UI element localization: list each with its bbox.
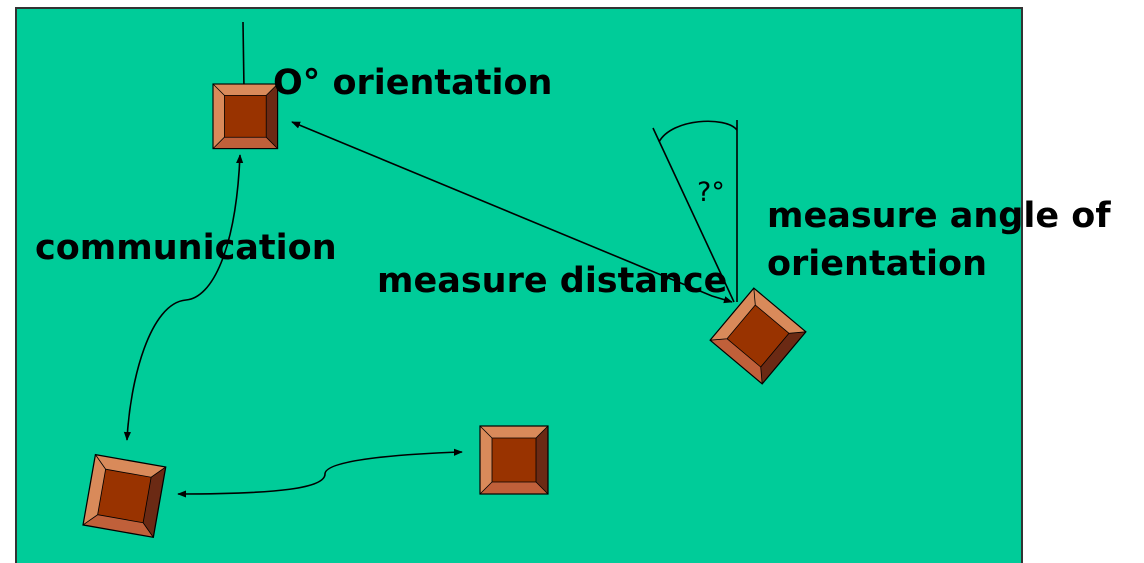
label-measure-angle-line1: measure angle of [767, 196, 1111, 236]
label-communication: communication [35, 228, 337, 268]
label-measure-angle-line2: orientation [767, 244, 987, 284]
robot-bottom-middle-node [479, 425, 549, 495]
robot-reference-node [212, 83, 279, 150]
edge-communication [123, 154, 244, 441]
edge-measure-distance [291, 121, 733, 304]
label-unknown-angle: ?° [697, 177, 725, 208]
label-zero-orientation: O° orientation [273, 63, 552, 103]
label-measure-distance: measure distance [377, 261, 727, 301]
robot-bottom-left-node [82, 453, 167, 538]
edge-bottom-link [177, 448, 463, 498]
zero-reference-line [242, 21, 245, 91]
